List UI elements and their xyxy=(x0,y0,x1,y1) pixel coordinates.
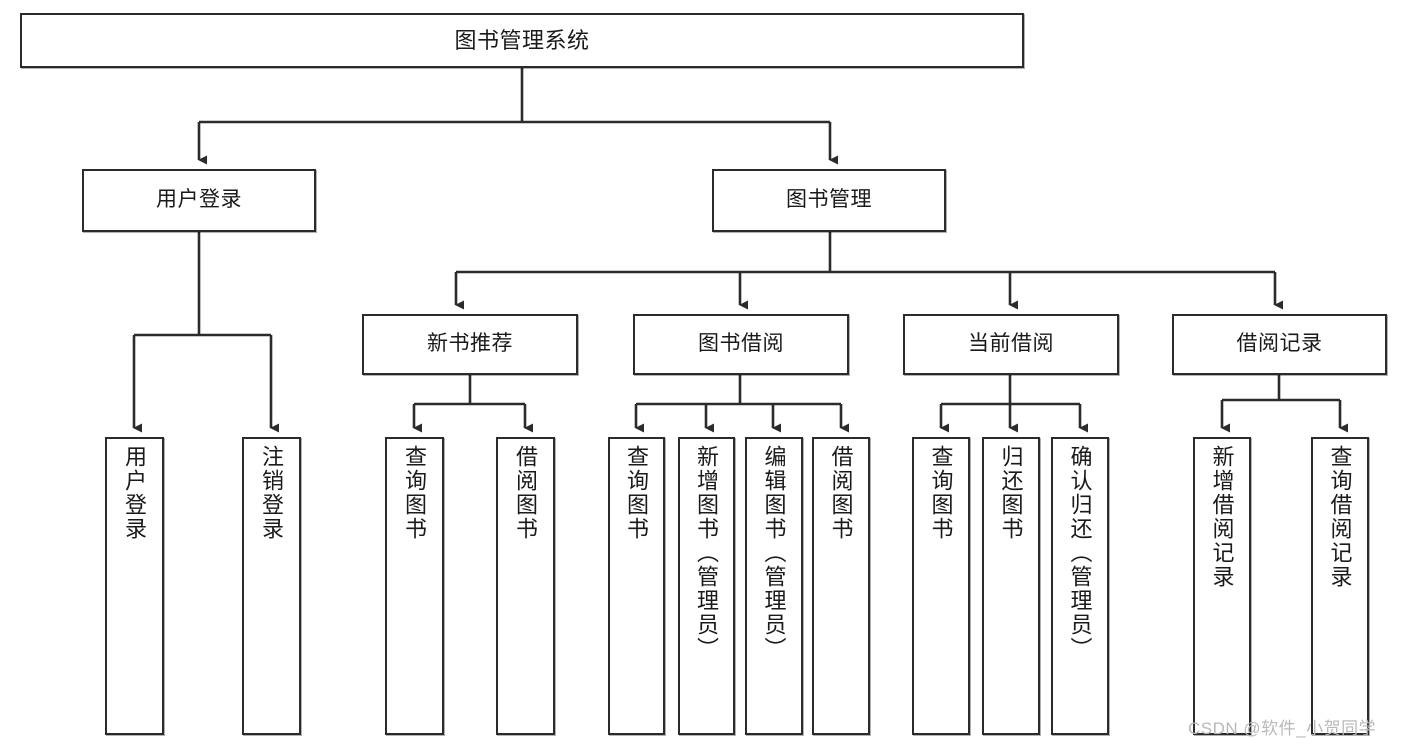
node-root[interactable]: 图书管理系统 xyxy=(20,13,1024,68)
leaf-borrow-edit-book-admin[interactable]: 编辑图书（管理员） xyxy=(745,437,803,735)
watermark: CSDN @软件_小贺同学 xyxy=(1188,719,1377,738)
leaf-user-login-signout[interactable]: 注销登录 xyxy=(242,437,301,735)
node-new-book-recommend[interactable]: 新书推荐 xyxy=(362,314,578,375)
node-book-management-label: 图书管理 xyxy=(786,188,872,212)
node-user-login-label: 用户登录 xyxy=(156,188,242,212)
leaf-label: 借阅图书 xyxy=(513,445,539,541)
leaf-record-query[interactable]: 查询借阅记录 xyxy=(1311,437,1369,735)
node-root-label: 图书管理系统 xyxy=(454,27,590,53)
leaf-current-query-book[interactable]: 查询图书 xyxy=(912,437,970,735)
node-user-login[interactable]: 用户登录 xyxy=(82,169,316,232)
leaf-label: 编辑图书（管理员） xyxy=(761,445,787,661)
node-borrow-record[interactable]: 借阅记录 xyxy=(1172,314,1387,375)
leaf-current-return-book[interactable]: 归还图书 xyxy=(982,437,1040,735)
node-new-book-recommend-label: 新书推荐 xyxy=(427,332,513,356)
leaf-new-book-borrow[interactable]: 借阅图书 xyxy=(496,437,555,735)
leaf-record-add[interactable]: 新增借阅记录 xyxy=(1193,437,1251,735)
leaf-label: 查询图书 xyxy=(402,445,428,541)
node-book-borrow[interactable]: 图书借阅 xyxy=(633,314,849,375)
leaf-label: 查询借阅记录 xyxy=(1327,445,1353,589)
leaf-new-book-query[interactable]: 查询图书 xyxy=(385,437,444,735)
leaf-label: 注销登录 xyxy=(259,445,285,541)
node-book-borrow-label: 图书借阅 xyxy=(698,332,784,356)
leaf-label: 归还图书 xyxy=(998,445,1024,541)
node-borrow-record-label: 借阅记录 xyxy=(1236,332,1323,356)
node-book-management[interactable]: 图书管理 xyxy=(712,169,946,232)
node-current-borrow-label: 当前借阅 xyxy=(968,332,1054,356)
leaf-borrow-add-book-admin[interactable]: 新增图书（管理员） xyxy=(678,437,735,735)
leaf-label: 查询图书 xyxy=(928,445,954,541)
leaf-label: 新增借阅记录 xyxy=(1209,445,1235,589)
leaf-current-confirm-return-admin[interactable]: 确认归还（管理员） xyxy=(1051,437,1109,735)
leaf-label: 确认归还（管理员） xyxy=(1067,445,1093,661)
leaf-borrow-query-book[interactable]: 查询图书 xyxy=(608,437,665,735)
leaf-label: 用户登录 xyxy=(122,445,148,541)
node-current-borrow[interactable]: 当前借阅 xyxy=(903,314,1119,375)
leaf-user-login-signin[interactable]: 用户登录 xyxy=(105,437,164,735)
leaf-label: 查询图书 xyxy=(624,445,650,541)
leaf-label: 新增图书（管理员） xyxy=(694,445,720,661)
leaf-label: 借阅图书 xyxy=(828,445,854,541)
leaf-borrow-borrow-book[interactable]: 借阅图书 xyxy=(812,437,870,735)
